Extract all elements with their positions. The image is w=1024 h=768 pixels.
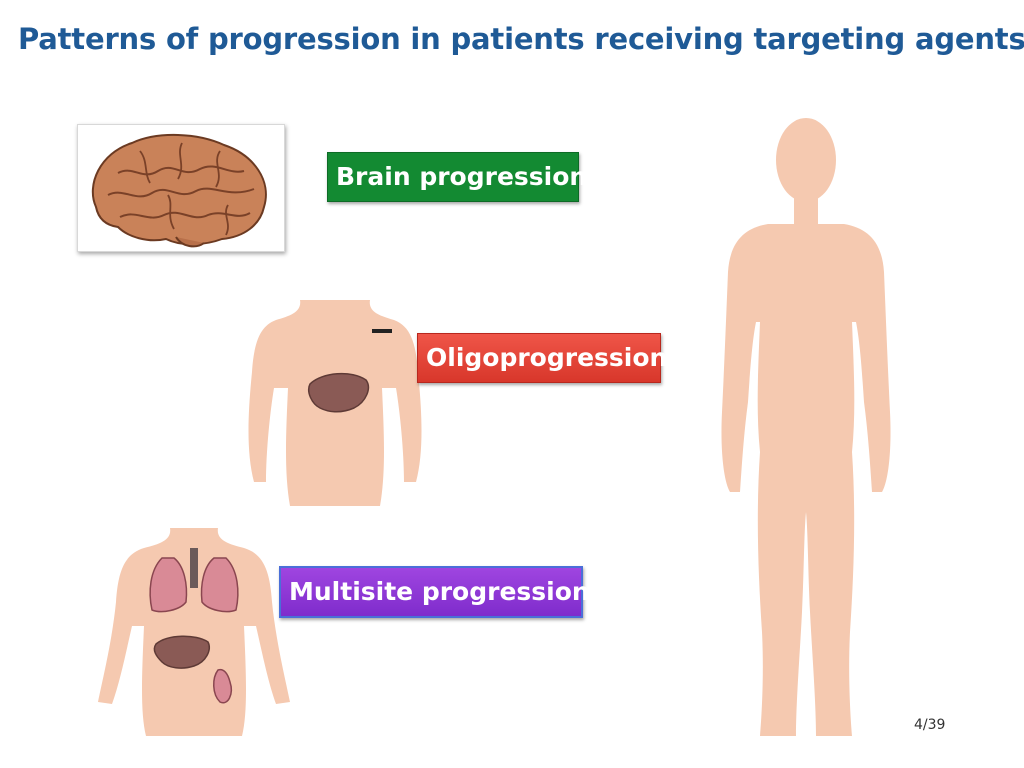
human-body-icon: [721, 118, 891, 736]
oligoprogression-label: Oligoprogression: [417, 333, 667, 383]
brain-progression-label: Brain progression: [327, 152, 587, 202]
torso-icon: [248, 300, 422, 506]
human-body-figure: [716, 112, 896, 748]
brain-image: [77, 124, 285, 252]
brain-icon: [91, 134, 267, 248]
page-number: 4/39: [914, 717, 946, 733]
torso-multisite-figure: [92, 522, 292, 740]
torso-liver-figure: [240, 292, 430, 512]
slide-title: Patterns of progression in patients rece…: [18, 22, 1024, 56]
multisite-progression-label: Multisite progression: [279, 566, 590, 618]
organs-icon: [98, 528, 290, 736]
